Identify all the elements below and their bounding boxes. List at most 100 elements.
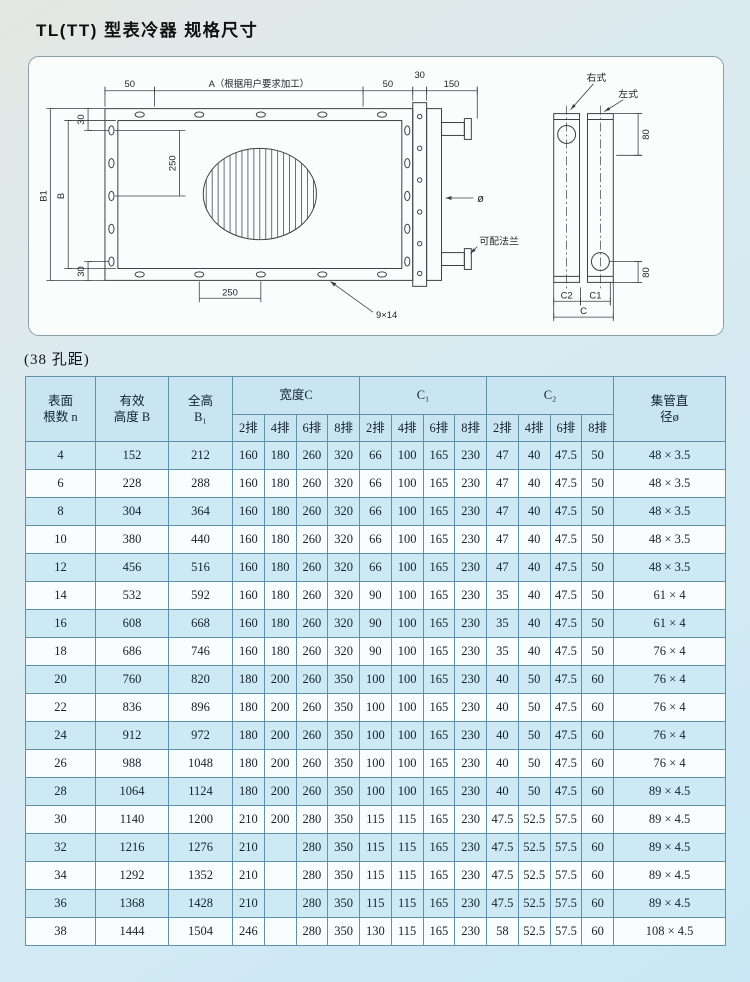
dim-50-left-label: 50 bbox=[125, 78, 135, 89]
table-cell: 180 bbox=[263, 609, 297, 638]
table-cell: 230 bbox=[454, 441, 488, 470]
table-cell: 47.5 bbox=[549, 553, 583, 582]
table-cell: 100 bbox=[390, 693, 424, 722]
bolt-holes bbox=[108, 111, 411, 278]
table-cell: 1200 bbox=[168, 805, 233, 834]
table-cell: 57.5 bbox=[549, 805, 583, 834]
page-title: TL(TT) 型表冷器 规格尺寸 bbox=[36, 21, 259, 40]
cell-header-dia: 89 × 4.5 bbox=[613, 777, 727, 806]
right-type-label: 右式 bbox=[587, 71, 607, 84]
table-cell: 50 bbox=[517, 749, 551, 778]
table-cell: 115 bbox=[390, 861, 424, 890]
table-cell: 40 bbox=[517, 469, 551, 498]
table-cell: 165 bbox=[422, 777, 456, 806]
cell-header-dia: 61 × 4 bbox=[613, 609, 727, 638]
table-cell: 988 bbox=[95, 749, 169, 778]
technical-drawing: 50 A（根据用户要求加工） 50 30 150 B1 B 30 30 250 … bbox=[37, 69, 651, 322]
cell-surface-count: 18 bbox=[25, 637, 96, 666]
table-cell: 1140 bbox=[95, 805, 169, 834]
cell-surface-count: 20 bbox=[25, 665, 96, 694]
table-cell: 50 bbox=[581, 581, 615, 610]
holes-note-leader bbox=[330, 281, 374, 313]
spec-table-head: 表面 根数 n 有效 高度 B 全高 B₁ 宽度C C₁ C₂ 集管直 径ø 2… bbox=[25, 376, 727, 442]
cell-header-dia: 76 × 4 bbox=[613, 637, 727, 666]
table-cell: 57.5 bbox=[549, 861, 583, 890]
table-cell: 320 bbox=[327, 637, 361, 666]
table-cell: 180 bbox=[263, 637, 297, 666]
table-cell: 100 bbox=[390, 721, 424, 750]
table-cell: 47.5 bbox=[486, 861, 519, 890]
cell-header-dia: 89 × 4.5 bbox=[613, 833, 727, 862]
col-header-rows8: 8排 bbox=[327, 414, 361, 442]
table-cell: 60 bbox=[581, 917, 615, 946]
table-cell: 50 bbox=[581, 609, 615, 638]
front-view-drawing bbox=[104, 102, 472, 287]
table-cell: 230 bbox=[454, 581, 488, 610]
side-view-dimension-lines bbox=[553, 83, 643, 322]
cell-header-dia: 48 × 3.5 bbox=[613, 469, 727, 498]
table-cell: 230 bbox=[454, 469, 488, 498]
leader-arrowheads bbox=[330, 104, 611, 287]
cell-header-dia: 48 × 3.5 bbox=[613, 441, 727, 470]
table-cell: 230 bbox=[454, 609, 488, 638]
table-cell: 200 bbox=[263, 777, 297, 806]
table-cell: 152 bbox=[95, 441, 169, 470]
table-cell: 115 bbox=[359, 861, 392, 890]
table-cell: 100 bbox=[390, 469, 424, 498]
col-header-c1: C₁ bbox=[359, 376, 488, 415]
table-cell: 115 bbox=[359, 889, 392, 918]
table-cell: 100 bbox=[390, 581, 424, 610]
table-cell: 60 bbox=[581, 889, 615, 918]
table-cell: 35 bbox=[486, 609, 519, 638]
cell-header-dia: 76 × 4 bbox=[613, 721, 727, 750]
bottom-stub-flange bbox=[463, 248, 472, 270]
table-cell: 230 bbox=[454, 693, 488, 722]
cell-surface-count: 30 bbox=[25, 805, 96, 834]
table-cell: 230 bbox=[454, 497, 488, 526]
table-cell: 47.5 bbox=[549, 609, 583, 638]
table-cell: 40 bbox=[486, 693, 519, 722]
table-cell: 165 bbox=[422, 889, 456, 918]
col-header-effective-height: 有效 高度 B bbox=[95, 376, 169, 442]
left-type-label: 左式 bbox=[618, 88, 638, 101]
table-cell: 1444 bbox=[95, 917, 169, 946]
table-cell: 100 bbox=[390, 525, 424, 554]
table-cell: 1276 bbox=[168, 833, 233, 862]
table-cell: 47.5 bbox=[549, 665, 583, 694]
cell-header-dia: 48 × 3.5 bbox=[613, 553, 727, 582]
table-cell: 350 bbox=[327, 721, 361, 750]
table-cell: 820 bbox=[168, 665, 233, 694]
table-cell: 180 bbox=[263, 581, 297, 610]
table-cell: 160 bbox=[232, 525, 265, 554]
table-cell: 47.5 bbox=[549, 581, 583, 610]
table-cell: 350 bbox=[327, 749, 361, 778]
table-cell: 230 bbox=[454, 553, 488, 582]
table-cell: 532 bbox=[95, 581, 169, 610]
table-cell: 912 bbox=[95, 721, 169, 750]
table-cell: 50 bbox=[581, 553, 615, 582]
dim-a-label: A（根据用户要求加工） bbox=[209, 78, 310, 89]
holes-note-label: 9×14 bbox=[376, 309, 397, 320]
table-cell: 60 bbox=[581, 805, 615, 834]
table-cell: 260 bbox=[295, 497, 329, 526]
table-cell: 165 bbox=[422, 833, 456, 862]
table-cell: 304 bbox=[95, 497, 169, 526]
flange-note-label: 可配法兰 bbox=[479, 235, 519, 248]
table-cell: 440 bbox=[168, 525, 233, 554]
table-cell: 115 bbox=[390, 889, 424, 918]
table-cell: 1292 bbox=[95, 861, 169, 890]
table-cell: 40 bbox=[517, 441, 551, 470]
table-cell: 180 bbox=[232, 665, 265, 694]
table-cell: 47.5 bbox=[486, 805, 519, 834]
table-cell: 40 bbox=[517, 525, 551, 554]
top-stub-pipe bbox=[441, 122, 465, 136]
technical-drawing-panel: 50 A（根据用户要求加工） 50 30 150 B1 B 30 30 250 … bbox=[28, 56, 724, 336]
casing-outline bbox=[104, 108, 414, 281]
table-cell: 230 bbox=[454, 805, 488, 834]
table-cell: 230 bbox=[454, 861, 488, 890]
